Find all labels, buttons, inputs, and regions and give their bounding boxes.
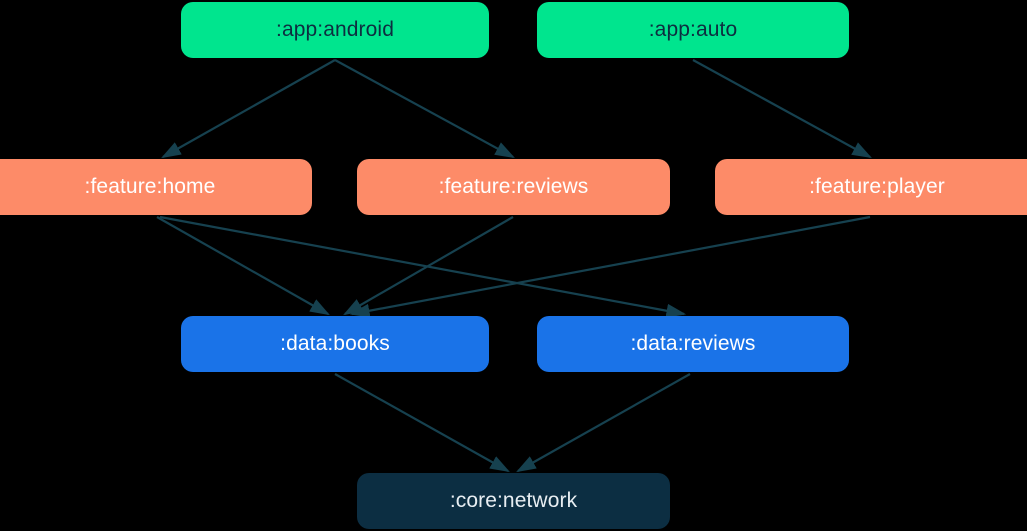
node-app-android[interactable]: :app:android [181,2,489,58]
node-feature-reviews[interactable]: :feature:reviews [357,159,670,215]
edge-e3 [692,59,872,159]
node-label: :app:android [276,18,394,41]
edge-e4 [156,216,330,316]
edges-group [156,59,872,473]
node-label: :data:books [280,332,390,355]
node-feature-home[interactable]: :feature:home [0,159,312,215]
edge-e1 [161,59,336,159]
node-label: :feature:player [809,175,945,198]
node-label: :feature:reviews [438,175,589,198]
node-label: :app:auto [648,18,738,41]
edge-e6 [343,216,514,316]
edge-e5 [159,215,687,318]
edge-e9 [516,373,691,473]
node-data-reviews[interactable]: :data:reviews [537,316,849,372]
edge-e2 [334,59,515,159]
edge-e8 [334,373,510,473]
node-app-auto[interactable]: :app:auto [537,2,849,58]
edge-e7 [349,215,871,318]
node-label: :core:network [449,489,578,512]
node-core-network[interactable]: :core:network [357,473,670,529]
node-feature-player[interactable]: :feature:player [715,159,1027,215]
node-data-books[interactable]: :data:books [181,316,489,372]
node-label: :data:reviews [630,332,756,355]
node-label: :feature:home [84,175,216,198]
